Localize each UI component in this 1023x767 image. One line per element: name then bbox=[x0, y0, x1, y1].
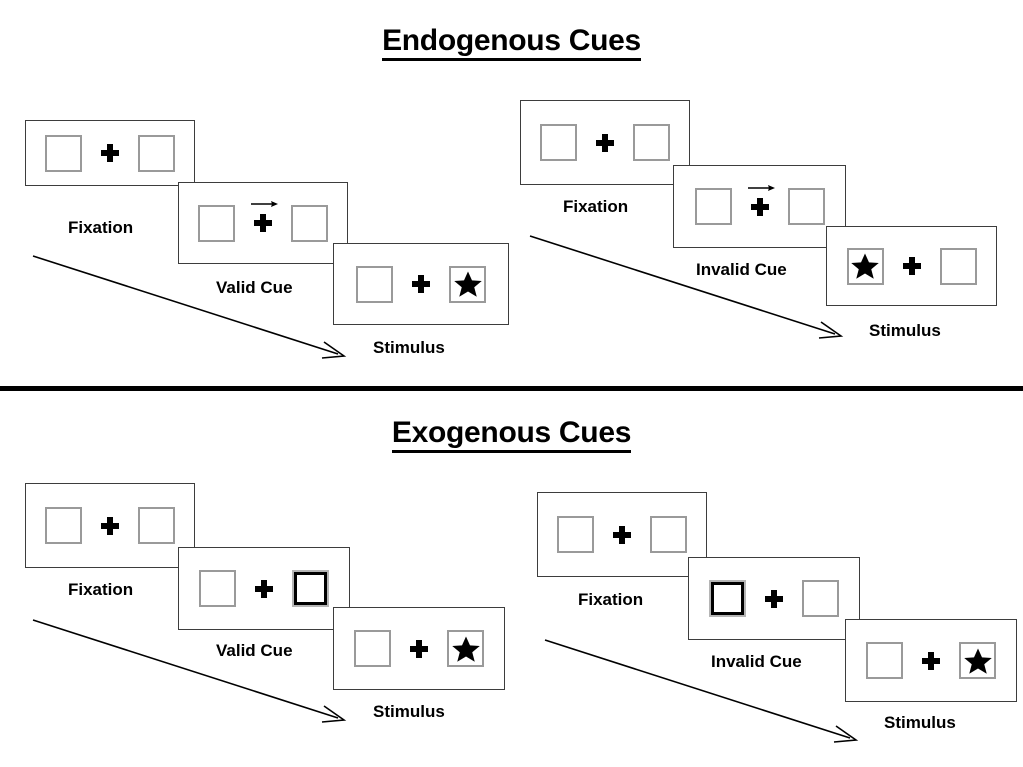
caption-exogenous-valid-stimulus: Stimulus bbox=[373, 702, 445, 721]
placeholder-box-right-cued bbox=[292, 570, 329, 607]
fixation-cross-wrap bbox=[596, 133, 614, 152]
placeholder-box-left bbox=[866, 642, 903, 679]
star-target-icon bbox=[453, 271, 482, 297]
fixation-cross-wrap bbox=[101, 144, 119, 162]
caption-endogenous-invalid-cue: Invalid Cue bbox=[696, 260, 787, 279]
section-title-endogenous-text: Endogenous Cues bbox=[382, 24, 641, 61]
trial-frame-endogenous-valid-cue bbox=[178, 182, 348, 264]
placeholder-box-right bbox=[650, 516, 687, 553]
placeholder-box-right-target bbox=[449, 265, 486, 303]
placeholder-box-left-cued bbox=[709, 580, 746, 617]
fixation-cross-icon bbox=[101, 516, 119, 535]
frame-contents bbox=[521, 101, 689, 184]
trial-frame-endogenous-valid-stimulus bbox=[333, 243, 509, 325]
frame-contents bbox=[827, 227, 996, 305]
fixation-cross-icon bbox=[412, 275, 430, 293]
placeholder-box-left bbox=[45, 134, 82, 172]
cue-arrow-right-icon bbox=[251, 201, 278, 207]
frame-contents bbox=[179, 548, 349, 629]
trial-frame-exogenous-valid-stimulus bbox=[333, 607, 505, 690]
star-target-icon bbox=[963, 648, 992, 674]
trial-frame-exogenous-invalid-fixation bbox=[537, 492, 707, 577]
frame-contents bbox=[334, 244, 508, 324]
placeholder-box-left bbox=[198, 204, 235, 242]
placeholder-box-right bbox=[291, 204, 328, 242]
trial-frame-exogenous-invalid-cue bbox=[688, 557, 860, 640]
trial-frame-endogenous-invalid-fixation bbox=[520, 100, 690, 185]
fixation-cross-icon bbox=[902, 257, 921, 275]
placeholder-box-right bbox=[138, 507, 175, 544]
placeholder-box-left bbox=[540, 124, 577, 161]
cue-arrow-right-icon bbox=[747, 184, 775, 191]
fixation-cross-wrap bbox=[747, 184, 775, 216]
fixation-cross-wrap bbox=[101, 516, 119, 535]
frame-contents bbox=[689, 558, 859, 639]
fixation-cross-wrap bbox=[902, 257, 921, 275]
caption-exogenous-invalid-fixation: Fixation bbox=[578, 590, 644, 609]
fixation-cross-wrap bbox=[922, 651, 940, 670]
fixation-cross-icon bbox=[750, 197, 769, 216]
caption-exogenous-valid-fixation: Fixation bbox=[68, 580, 134, 599]
section-title-endogenous: Endogenous Cues bbox=[0, 24, 1023, 61]
fixation-cross-icon bbox=[410, 639, 428, 658]
section-title-exogenous: Exogenous Cues bbox=[0, 416, 1023, 453]
placeholder-box-left bbox=[694, 188, 732, 225]
trial-frame-exogenous-valid-cue bbox=[178, 547, 350, 630]
fixation-cross-wrap bbox=[613, 525, 631, 544]
placeholder-box-right-target bbox=[447, 630, 484, 667]
frame-contents bbox=[846, 620, 1016, 701]
star-target-icon bbox=[851, 253, 879, 279]
placeholder-box-right bbox=[802, 580, 839, 617]
placeholder-box-left bbox=[199, 570, 236, 607]
placeholder-box-right bbox=[939, 247, 977, 285]
placeholder-box-right bbox=[633, 124, 670, 161]
fixation-cross-wrap bbox=[410, 639, 428, 658]
frame-contents bbox=[674, 166, 845, 247]
fixation-cross-icon bbox=[596, 133, 614, 152]
fixation-cross-wrap bbox=[765, 589, 783, 608]
fixation-cross-icon bbox=[254, 214, 272, 232]
time-arrow-exogenous-valid bbox=[32, 619, 347, 723]
caption-endogenous-invalid-fixation: Fixation bbox=[563, 197, 629, 216]
frame-contents bbox=[334, 608, 504, 689]
frame-contents bbox=[179, 183, 347, 263]
fixation-cross-icon bbox=[255, 579, 273, 598]
placeholder-box-left bbox=[354, 630, 391, 667]
placeholder-box-left bbox=[356, 265, 393, 303]
frame-contents bbox=[26, 121, 194, 185]
placeholder-box-right bbox=[138, 134, 175, 172]
caption-endogenous-invalid-stimulus: Stimulus bbox=[869, 321, 941, 340]
caption-exogenous-invalid-stimulus: Stimulus bbox=[884, 713, 956, 732]
placeholder-box-left-target bbox=[846, 247, 884, 285]
placeholder-box-left bbox=[45, 507, 82, 544]
trial-frame-exogenous-invalid-stimulus bbox=[845, 619, 1017, 702]
section-divider bbox=[0, 386, 1023, 391]
frame-contents bbox=[26, 484, 194, 567]
trial-frame-endogenous-valid-fixation bbox=[25, 120, 195, 186]
fixation-cross-icon bbox=[922, 651, 940, 670]
trial-frame-endogenous-invalid-cue bbox=[673, 165, 846, 248]
fixation-cross-wrap bbox=[412, 275, 430, 293]
trial-frame-exogenous-valid-fixation bbox=[25, 483, 195, 568]
caption-endogenous-valid-cue: Valid Cue bbox=[216, 278, 293, 297]
fixation-cross-icon bbox=[101, 144, 119, 162]
trial-frame-endogenous-invalid-stimulus bbox=[826, 226, 997, 306]
star-target-icon bbox=[451, 636, 480, 662]
fixation-cross-wrap bbox=[255, 579, 273, 598]
time-arrow-endogenous-valid bbox=[32, 255, 347, 359]
fixation-cross-wrap bbox=[251, 201, 278, 232]
fixation-cross-icon bbox=[613, 525, 631, 544]
caption-endogenous-valid-fixation: Fixation bbox=[68, 218, 134, 237]
frame-contents bbox=[538, 493, 706, 576]
caption-endogenous-valid-stimulus: Stimulus bbox=[373, 338, 445, 357]
caption-exogenous-invalid-cue: Invalid Cue bbox=[711, 652, 802, 671]
caption-exogenous-valid-cue: Valid Cue bbox=[216, 641, 293, 660]
placeholder-box-left bbox=[557, 516, 594, 553]
placeholder-box-right bbox=[787, 188, 825, 225]
fixation-cross-icon bbox=[765, 589, 783, 608]
placeholder-box-right-target bbox=[959, 642, 996, 679]
time-arrow-exogenous-invalid bbox=[544, 639, 859, 743]
section-title-exogenous-text: Exogenous Cues bbox=[391, 416, 631, 453]
